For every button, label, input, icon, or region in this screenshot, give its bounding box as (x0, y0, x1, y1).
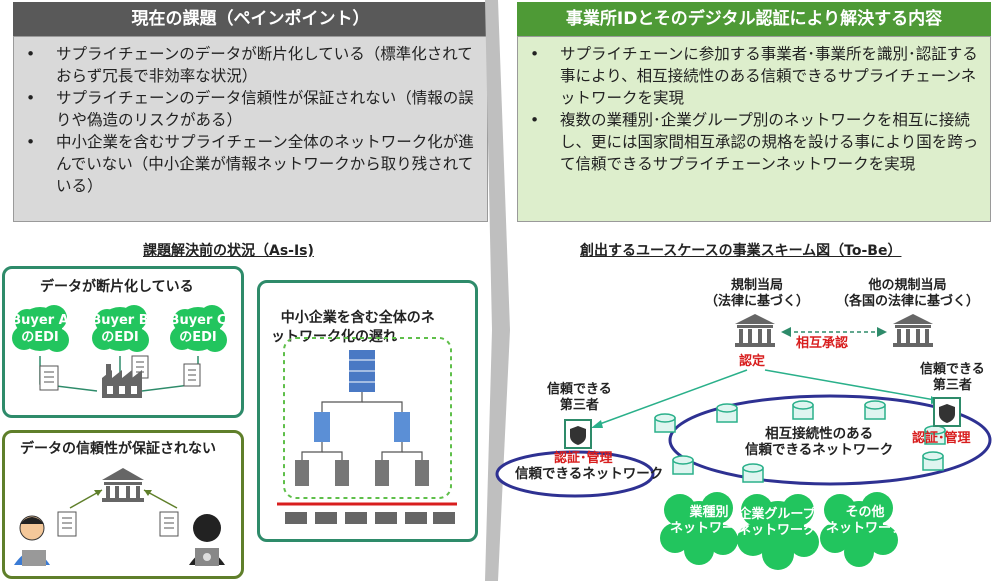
industry-network-cloud-icon (660, 492, 738, 565)
interconnected-network-label: 相互接続性のある 信頼できるネットワーク (745, 426, 894, 458)
other-network-cloud-icon (820, 492, 898, 567)
user-icon (14, 515, 50, 566)
group-network-cloud-icon (737, 494, 819, 570)
other-regulator-label: 他の規制当局 （各国の法律に基づく） (836, 278, 980, 309)
buyer-b-cloud-icon (92, 305, 149, 352)
trust-title: データの信頼性が保証されない (20, 441, 216, 457)
regulator-building-icon (735, 314, 775, 347)
third-party-right-label: 信頼できる 第三者 (920, 362, 985, 393)
third-party-left-label: 信頼できる 第三者 (547, 382, 612, 413)
shield-icon-right (933, 397, 961, 427)
buyer-c-label-2: のEDI (179, 330, 217, 345)
pain-point-item: サプライチェーンのデータ信頼性が保証されない（情報の誤りや偽造のリスクがある） (22, 87, 477, 131)
sme-diagram (277, 337, 457, 524)
other-regulator-building-icon (893, 314, 933, 347)
interconnected-network-ellipse (668, 394, 992, 486)
solutions-panel: サプライチェーンに参加する事業者･事業所を識別･認証する事により、相互接続性のあ… (517, 36, 991, 222)
certification-label: 認定 (739, 354, 766, 369)
auth-manage-left-label: 認証･管理 (554, 451, 613, 466)
fragmented-title: データが断片化している (40, 279, 194, 295)
building-icon (295, 460, 429, 486)
sme-title: 中小企業を含む全体のネ ットワーク化の遅れ (271, 290, 435, 347)
mutual-recognition-arrow-icon (781, 327, 887, 337)
database-icon (654, 400, 946, 483)
buyer-a-cloud-icon (12, 305, 69, 352)
buyer-a-label-2: のEDI (21, 330, 59, 345)
regulator-label: 規制当局 （法律に基づく） (705, 278, 810, 309)
industry-network-label: 業種別 ネットワーク (670, 505, 749, 536)
factory-icon (102, 364, 142, 398)
government-building-icon (102, 468, 144, 502)
buyer-b-label-2: のEDI (101, 330, 139, 345)
buyer-a-label: Buyer A (11, 313, 68, 328)
buyer-c-cloud-icon (170, 305, 227, 352)
solution-item: サプライチェーンに参加する事業者･事業所を識別･認証する事により、相互接続性のあ… (526, 43, 980, 109)
right-header: 事業所IDとそのデジタル認証により解決する内容 (517, 2, 991, 36)
trust-diagram (14, 468, 225, 566)
as-is-title: 課題解決前の状況（As-Is) (143, 243, 314, 259)
factory-icon (285, 512, 455, 524)
pain-points-panel: サプライチェーンのデータが断片化している（標準化されておらず冗長で非効率な状況）… (13, 36, 488, 222)
to-be-diagram (495, 314, 992, 570)
auth-manage-right-label: 認証･管理 (912, 431, 971, 446)
solution-item: 複数の業種別･企業グループ別のネットワークを相互に接続し、更には国家間相互承認の… (526, 109, 980, 175)
hacker-icon (189, 514, 225, 566)
fragmented-diagram: Buyer A のEDI Buyer B のEDI Buyer C のEDI (11, 305, 227, 398)
server-icon (349, 350, 375, 392)
pain-point-item: サプライチェーンのデータが断片化している（標準化されておらず冗長で非効率な状況） (22, 43, 477, 87)
trusted-network-label: 信頼できるネットワーク (515, 466, 664, 482)
trusted-network-ellipse (495, 450, 655, 498)
mutual-recognition-label: 相互承認 (796, 336, 849, 351)
to-be-title: 創出するユースケースの事業スキーム図（To-Be） (580, 243, 902, 259)
chevron-arrow-icon (485, 0, 510, 581)
buyer-c-label: Buyer C (170, 313, 227, 328)
group-network-label: 企業グループ ネットワーク (738, 507, 817, 538)
other-network-label: その他 ネットワーク (826, 505, 905, 536)
shield-icon-left (564, 419, 592, 449)
document-icon (39, 355, 201, 391)
building-icon (314, 412, 410, 442)
left-header: 現在の課題（ペインポイント） (13, 2, 488, 36)
sme-title-text: 中小企業を含む全体のネ ットワーク化の遅れ (271, 310, 435, 345)
pain-point-item: 中小企業を含むサプライチェーン全体のネットワーク化が進んでいない（中小企業が情報… (22, 131, 477, 197)
buyer-b-label: Buyer B (91, 313, 148, 328)
document-icon (57, 511, 179, 537)
